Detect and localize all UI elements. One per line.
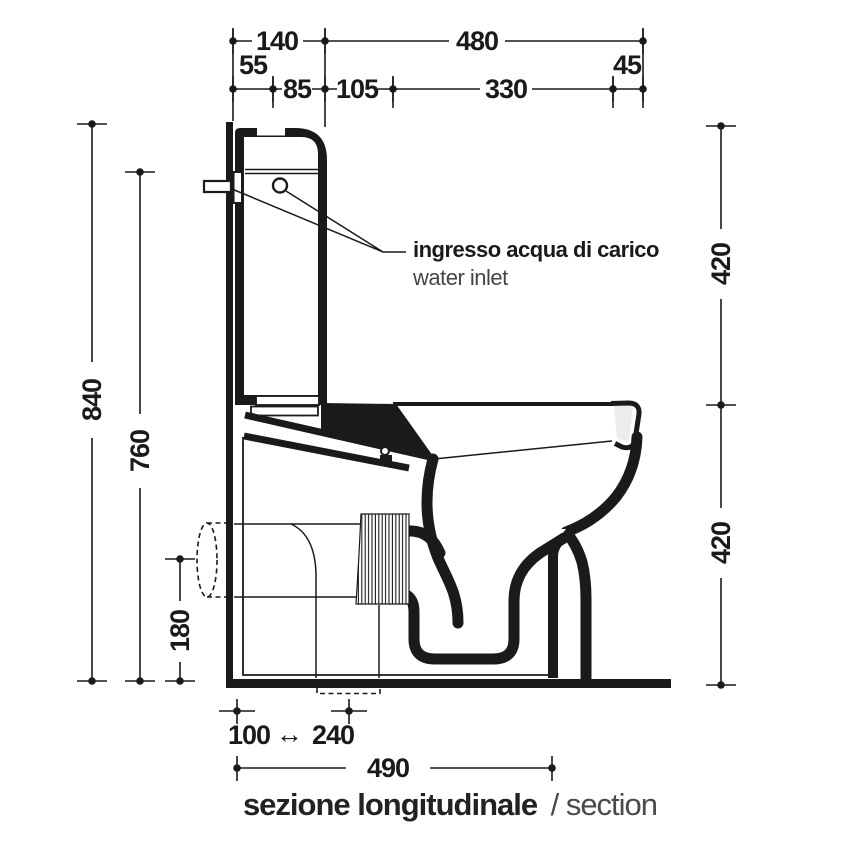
fill-valve [232, 171, 243, 204]
left-dimensions: 840 760 180 [76, 119, 196, 686]
dim-tick [76, 676, 108, 686]
dim-tick [705, 121, 737, 131]
caption-english: / section [551, 787, 657, 822]
seat-hinge [250, 395, 320, 417]
inlet-label-italian: ingresso acqua di carico [413, 237, 659, 262]
rim-front-fill [614, 405, 633, 441]
pan-base-outline [242, 437, 553, 676]
flush-valve-body [321, 403, 433, 456]
floor-outlet-dashed [316, 688, 381, 695]
dim-tick [705, 400, 737, 410]
dim-45: 45 [613, 50, 642, 80]
flush-channel-upper [244, 411, 431, 461]
dim-dot [548, 764, 556, 772]
wall-line [226, 122, 233, 679]
dim-dot [233, 764, 241, 772]
caption-italian: sezione longitudinale [243, 787, 538, 822]
dim-140: 140 [256, 26, 298, 56]
corrugated-connector [355, 513, 410, 605]
flush-seal-block [380, 455, 392, 463]
foot-notch [547, 529, 566, 542]
hinge-bar-2 [250, 405, 319, 417]
water-inlet-spigot [202, 179, 233, 194]
cistern-interior [244, 137, 318, 395]
dim-490: 490 [367, 753, 409, 783]
elbow-pipe-outline [290, 523, 317, 678]
top-dimensions: 140 480 55 85 105 330 45 [228, 26, 648, 127]
caption-text: sezione longitudinale / section [243, 787, 657, 822]
leader-lines [231, 188, 406, 253]
dim-420-upper: 420 [706, 243, 736, 285]
foot-inner-edge [548, 531, 569, 678]
dim-dot [233, 707, 241, 715]
dim-240: 240 [312, 720, 354, 750]
dim-tick [228, 27, 238, 55]
dim-85: 85 [283, 74, 312, 104]
wall-and-floor [226, 122, 671, 688]
dim-tick [320, 75, 330, 103]
dim-dot [345, 707, 353, 715]
dim-tick [124, 676, 156, 686]
dim-420-lower: 420 [706, 522, 736, 564]
floor-line [226, 679, 671, 688]
dim-tick [705, 680, 737, 690]
dim-tick [228, 75, 238, 103]
dim-105: 105 [336, 74, 379, 104]
drain-connections [196, 513, 410, 695]
flush-seal-circle [380, 446, 390, 456]
dim-100: 100 [228, 720, 270, 750]
inlet-callout: ingresso acqua di carico water inlet [231, 188, 660, 290]
cistern [202, 128, 327, 405]
dim-tick [164, 676, 196, 686]
drain-range-arrow: ↔ [276, 719, 302, 749]
dim-55: 55 [239, 50, 268, 80]
dim-330: 330 [485, 74, 527, 104]
rim-front-outline [610, 400, 642, 451]
dim-tick [268, 75, 278, 103]
bowl-water-line [433, 440, 613, 460]
inlet-label-english: water inlet [412, 265, 508, 290]
dim-line-490 [236, 756, 553, 781]
bottom-dimensions: 100 ↔ 240 490 [219, 699, 556, 783]
caption: sezione longitudinale / section [243, 787, 658, 822]
hinge-bar-1 [255, 395, 320, 406]
bowl-outer-profile [560, 431, 643, 684]
dim-tick [76, 119, 108, 129]
float-valve-circle [271, 177, 289, 194]
wall-outlet-cylinder [196, 522, 218, 598]
trap-channel [371, 532, 570, 665]
dim-480: 480 [456, 26, 498, 56]
dim-tick [124, 167, 156, 177]
dim-840: 840 [77, 379, 107, 421]
dim-tick [164, 554, 196, 564]
dim-tick [388, 75, 398, 103]
bowl-section [242, 400, 643, 684]
outlet-upper-wall [371, 525, 446, 559]
right-dimensions: 420 420 [705, 121, 737, 690]
cistern-lid-slot [257, 128, 285, 136]
dim-180: 180 [165, 610, 195, 652]
dim-tick [320, 27, 330, 55]
dim-760: 760 [125, 430, 155, 472]
